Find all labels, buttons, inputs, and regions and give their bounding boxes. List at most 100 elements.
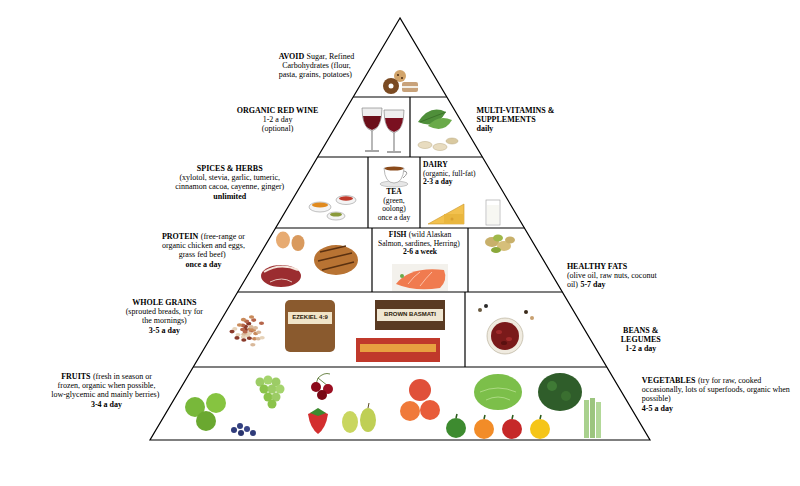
spices-picture-part <box>327 212 345 220</box>
beans-picture-part <box>247 332 252 336</box>
nuts-picture <box>485 235 515 254</box>
beans-bowl-picture-part <box>496 330 502 334</box>
food-group-label: FRUITS(fresh in season or frozen, organi… <box>51 372 163 409</box>
fruits-picture-part <box>276 385 285 394</box>
sweets-picture <box>383 70 418 94</box>
vegetables-picture <box>446 373 601 439</box>
dairy-picture-part <box>444 214 464 224</box>
wine-glasses-picture <box>362 108 404 152</box>
frequency-text: 3-5 a day <box>122 326 206 335</box>
pyramid-outline-part <box>276 227 525 228</box>
salmon-picture-part <box>396 269 445 289</box>
fruits-picture-part <box>264 376 273 385</box>
pyramid-outline-part <box>419 157 420 228</box>
detail-text: (green, oolong) <box>371 197 417 214</box>
dairy-picture-part <box>486 200 500 225</box>
spices-picture-part <box>309 202 331 212</box>
tea-cup-picture <box>380 167 408 188</box>
spices-picture-part <box>312 203 328 208</box>
pyramid-outline-part <box>318 156 483 157</box>
supplements-picture-part <box>446 138 458 144</box>
salmon-picture-part <box>400 274 404 278</box>
detail-text: (organic, full-fat) <box>423 170 481 179</box>
fruits-picture-part <box>244 426 250 432</box>
wine-glasses-picture-part <box>363 116 381 130</box>
supplements-picture-part <box>418 142 432 149</box>
vegetables-picture-part <box>530 419 550 439</box>
fruits-picture-part <box>260 385 269 394</box>
frequency-text: 2-3 a day <box>423 178 481 187</box>
beans-bowl-picture-part <box>491 322 519 350</box>
beans-picture <box>229 315 264 346</box>
fruits-picture-part <box>420 400 440 420</box>
beans-picture-part <box>235 333 240 337</box>
food-group-label: VEGETABLES(try for raw, cooked occasiona… <box>642 376 792 413</box>
frequency-text: unlimited <box>174 192 286 201</box>
frequency-text: 2-6 a week <box>376 248 464 257</box>
heading-text: FISH <box>389 230 407 239</box>
pyramid-outline <box>150 18 650 440</box>
heading-text: VEGETABLES <box>642 376 696 385</box>
frequency-text: once a day <box>161 260 245 269</box>
rice-package-picture-part <box>377 309 443 321</box>
package-label: EZEKIEL 4:9 <box>288 314 332 321</box>
beans-bowl-picture-part <box>530 316 534 320</box>
pyramid-outline-part <box>353 96 447 97</box>
beans-bowl-picture-part <box>484 304 488 308</box>
protein-picture-part <box>264 266 298 272</box>
vegetables-picture-part <box>561 391 571 401</box>
beans-picture-part <box>247 336 252 340</box>
protein-picture-part <box>261 265 301 287</box>
food-group-label: PROTEIN(free-range or organic chicken an… <box>161 232 245 269</box>
spices-picture-part <box>339 196 353 200</box>
food-group-label: HEALTHY FATS(olive oil, raw nuts, coconu… <box>567 262 663 290</box>
beans-bowl-picture-part <box>506 337 512 341</box>
fruits-picture-part <box>409 379 431 401</box>
vegetables-picture-part <box>584 400 589 438</box>
detail-text: (optional) <box>230 124 326 133</box>
heading-text: FRUITS <box>61 372 90 381</box>
vegetables-picture-part <box>480 388 516 400</box>
protein-picture-part <box>276 232 290 249</box>
pyramid-outline-part <box>467 228 468 292</box>
fruits-picture-part <box>310 408 326 416</box>
frequency-text: daily <box>476 124 568 133</box>
heading-text: MULTI-VITAMINS & SUPPLEMENTS <box>476 106 568 124</box>
beans-bowl-picture-part <box>524 310 528 314</box>
nuts-picture-part <box>505 237 515 244</box>
nuts-picture-part <box>493 235 503 242</box>
pyramid-outline-part <box>150 18 650 440</box>
wine-glasses-picture-part <box>384 110 404 133</box>
detail-text: once a day <box>371 214 417 223</box>
rice-package-picture-part <box>356 338 440 362</box>
sweets-picture-part <box>383 78 399 94</box>
dairy-picture-part <box>451 218 454 221</box>
protein-picture-part <box>318 253 352 261</box>
food-group-label: WHOLE GRAINS(sprouted breads, try for th… <box>122 298 206 335</box>
wine-glasses-picture-part <box>371 131 372 150</box>
protein-picture-part <box>270 279 292 282</box>
protein-picture-part <box>314 245 358 275</box>
wine-glasses-picture-part <box>393 133 394 151</box>
vegetables-picture-part <box>590 398 595 438</box>
supplements-picture-part <box>433 144 447 151</box>
vegetables-picture-part <box>538 373 582 411</box>
vegetables-picture-part <box>502 419 522 439</box>
beans-picture-part <box>259 321 264 325</box>
beans-picture-part <box>234 336 239 340</box>
beans-picture-part <box>237 323 242 327</box>
spices-picture <box>309 196 356 221</box>
salmon-picture-part <box>408 272 420 284</box>
vegetables-picture-part <box>474 419 494 439</box>
beans-bowl-picture-part <box>478 308 482 312</box>
wine-glasses-picture-part <box>387 151 401 153</box>
beans-picture-part <box>248 325 253 329</box>
beans-picture-part <box>242 330 247 334</box>
fruits-picture <box>185 374 440 437</box>
food-group-cell: TEA(green, oolong)once a day <box>371 188 417 223</box>
food-group-label: ORGANIC RED WINE1-2 a day(optional) <box>230 106 326 134</box>
salmon-picture <box>392 264 448 291</box>
vegetables-picture-part <box>474 374 522 410</box>
wine-glasses-picture-part <box>362 108 382 131</box>
